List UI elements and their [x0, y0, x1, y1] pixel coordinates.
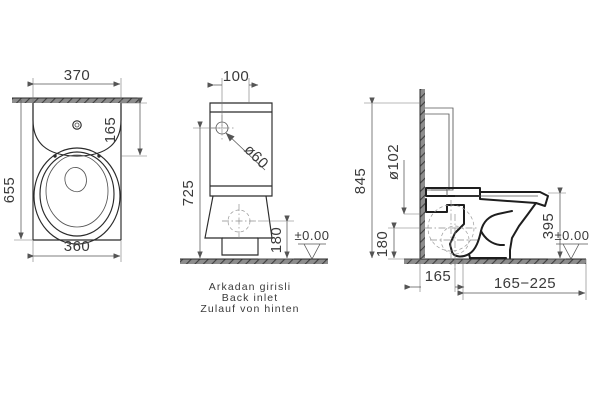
rear-caption: Arkadan girisli Back inlet Zulauf von hi…	[200, 281, 299, 315]
front-wall-band	[12, 98, 140, 103]
dim-front-370: 370	[27, 67, 122, 103]
view-rear: ø60 100 725 180 ±0.00	[180, 68, 329, 315]
dim-front-655-text: 655	[1, 177, 18, 204]
front-cistern-outline	[32, 103, 122, 157]
dim-rear-180-text: 180	[268, 227, 285, 254]
view-front: 370 165 655 360	[1, 67, 147, 262]
front-bowl-inner-shape	[64, 167, 87, 193]
side-foot-left	[468, 253, 471, 259]
dim-front-165-text: 165	[102, 117, 119, 144]
side-seat-lid	[479, 191, 549, 207]
dim-front-360: 360	[27, 238, 122, 262]
dim-side-845-text: 845	[352, 168, 369, 195]
dim-rear-725-text: 725	[180, 180, 197, 207]
dim-side-d102-text: ø102	[385, 144, 402, 180]
front-bowl-rim	[45, 154, 109, 228]
dim-front-370-text: 370	[64, 67, 91, 84]
dim-rear-180: 180	[258, 215, 294, 260]
front-flush-button	[72, 120, 82, 130]
datum-rear-triangle	[303, 243, 321, 260]
dim-side-165: 165	[404, 259, 465, 292]
dim-side-165-225-text: 165−225	[494, 275, 556, 292]
front-flush-button-inner	[74, 122, 80, 128]
dim-side-165-225: 165−225	[457, 259, 587, 300]
dim-side-845: 845	[352, 97, 420, 259]
rear-floor-band	[180, 259, 328, 264]
dim-front-655: 655	[1, 100, 33, 241]
side-wall-band	[420, 89, 425, 259]
dim-side-180-text: 180	[374, 231, 391, 258]
side-trap-detail	[480, 230, 505, 246]
dim-side-180: 180	[374, 222, 420, 260]
side-floor-band	[404, 259, 586, 264]
side-cistern-inner	[425, 113, 450, 190]
dim-rear-100: 100	[207, 68, 259, 128]
datum-side-text: ±0.00	[555, 228, 590, 243]
dim-side-d102: ø102	[385, 144, 424, 215]
datum-rear: ±0.00	[295, 228, 330, 260]
side-outlet-circle-large	[427, 204, 475, 252]
dim-front-360-text: 360	[64, 238, 91, 255]
dim-side-395: 395	[540, 187, 566, 260]
datum-side-triangle	[562, 243, 580, 260]
dim-side-165-text: 165	[425, 268, 452, 285]
side-bowl-inner-profile	[425, 198, 513, 258]
dim-rear-100-text: 100	[223, 68, 250, 85]
rear-bowl-pedestal	[204, 195, 273, 256]
view-side: 845 ø102 180 395 165	[352, 89, 589, 300]
side-bowl-outer-skirt	[509, 202, 537, 259]
caption-line-tr: Arkadan girisli	[209, 281, 291, 293]
caption-line-de: Zulauf von hinten	[200, 303, 299, 315]
datum-side: ±0.00	[555, 228, 590, 260]
front-seat-mid	[39, 151, 115, 237]
rear-cistern-body	[209, 102, 273, 197]
datum-rear-text: ±0.00	[295, 228, 330, 243]
caption-line-en: Back inlet	[222, 292, 279, 304]
dim-rear-725: 725	[180, 121, 222, 259]
dim-front-165: 165	[102, 97, 147, 157]
front-seat-outer	[33, 147, 121, 245]
dim-side-395-text: 395	[540, 213, 557, 240]
